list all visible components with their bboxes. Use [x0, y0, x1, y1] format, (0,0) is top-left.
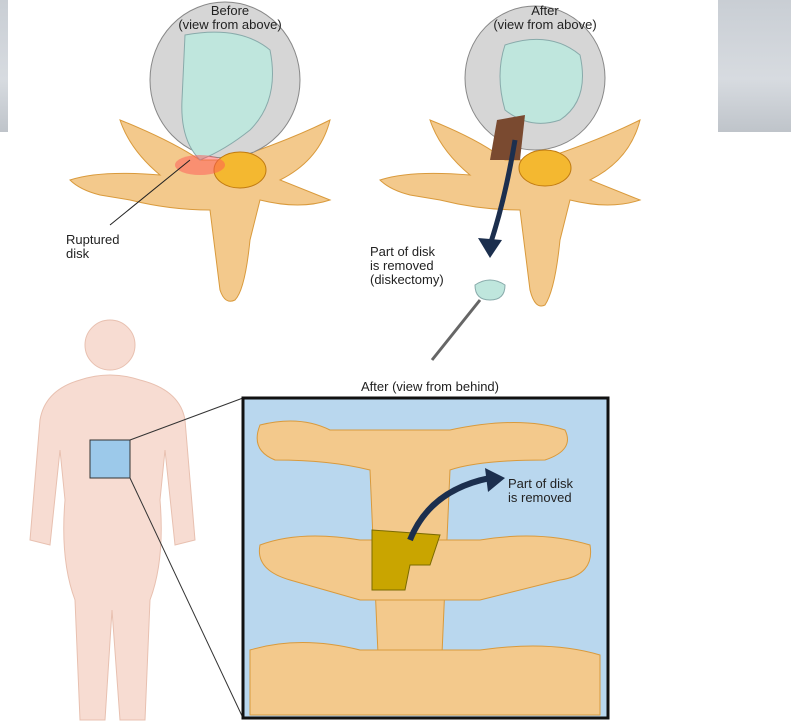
after-title: After [531, 3, 559, 18]
body-silhouette [29, 319, 196, 721]
inset-behind-view [241, 396, 610, 720]
ruptured-label-1: Ruptured [66, 232, 120, 247]
before-vertebra [69, 1, 332, 302]
after-vertebra [379, 5, 642, 361]
after-subtitle: (view from above) [493, 17, 597, 32]
behind-removed-2: is removed [508, 490, 572, 505]
removed-label-3: (diskectomy) [370, 272, 444, 287]
behind-removed-1: Part of disk [508, 476, 574, 491]
before-title: Before [210, 3, 250, 18]
before-subtitle: (view from above) [178, 17, 282, 32]
removed-label-2: is removed [370, 258, 434, 273]
highlight-box [89, 439, 131, 479]
behind-title: After (view from behind) [361, 379, 499, 394]
removed-label-1: Part of disk [370, 244, 436, 259]
ruptured-label-2: disk [66, 246, 90, 261]
